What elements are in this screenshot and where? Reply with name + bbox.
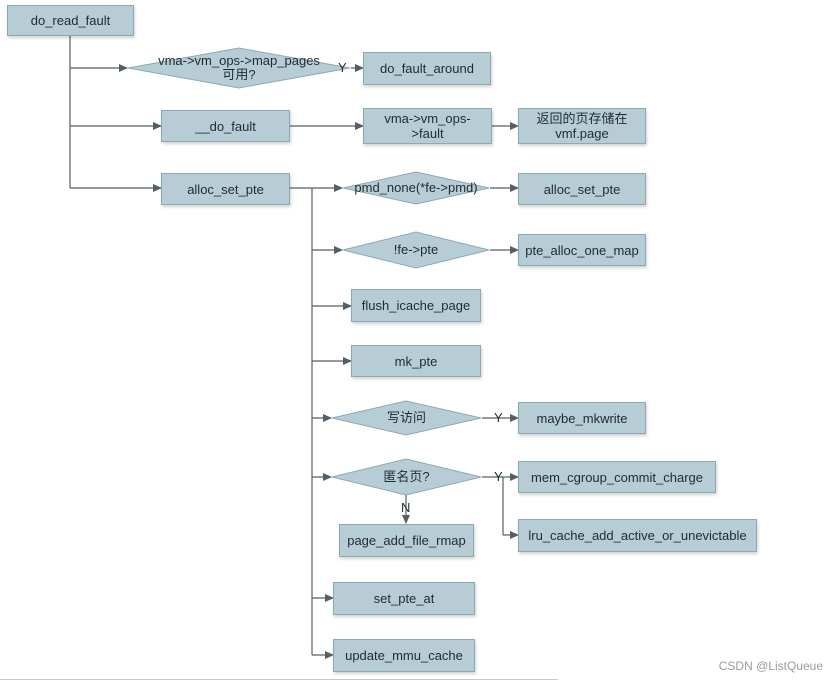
node-page-add-file-rmap: page_add_file_rmap bbox=[339, 524, 474, 557]
edge-label-yes: Y bbox=[338, 60, 347, 75]
edge-label-yes: Y bbox=[494, 410, 503, 425]
node-flush-icache-page: flush_icache_page bbox=[351, 289, 481, 322]
node-set-pte-at: set_pte_at bbox=[333, 582, 475, 615]
decision-label: 写访问 bbox=[386, 410, 426, 425]
decision-map-pages-available: vma->vm_ops->map_pages 可用? bbox=[127, 47, 351, 89]
decision-label: pmd_none(*fe->pmd) bbox=[354, 180, 478, 195]
decision-anon-page: 匿名页? bbox=[331, 458, 482, 496]
edge-label-yes: Y bbox=[494, 469, 503, 484]
diamond-shape bbox=[331, 400, 482, 436]
decision-pmd-none: pmd_none(*fe->pmd) bbox=[342, 171, 490, 205]
node-vm-ops-fault: vma->vm_ops- >fault bbox=[363, 108, 492, 144]
diamond-shape bbox=[342, 231, 490, 269]
node-do-fault-around: do_fault_around bbox=[363, 52, 491, 85]
node-maybe-mkwrite: maybe_mkwrite bbox=[518, 402, 646, 434]
decision-fe-pte: !fe->pte bbox=[342, 231, 490, 269]
node-do-fault: __do_fault bbox=[161, 110, 290, 142]
diamond-shape bbox=[342, 171, 490, 205]
node-do-read-fault: do_read_fault bbox=[7, 5, 134, 36]
decision-label: !fe->pte bbox=[393, 242, 439, 257]
node-pte-alloc-one-map: pte_alloc_one_map bbox=[518, 234, 646, 266]
node-vm-ops-fault-line1: vma->vm_ops- bbox=[384, 111, 471, 126]
node-lru-cache-add: lru_cache_add_active_or_unevictable bbox=[518, 519, 757, 552]
node-return-page-line1: 返回的页存储在 bbox=[536, 111, 628, 126]
diamond-shape bbox=[127, 47, 351, 89]
decision-label: vma->vm_ops->map_pages 可用? bbox=[127, 47, 351, 89]
node-vm-ops-fault-line2: >fault bbox=[411, 126, 444, 141]
node-alloc-set-pte: alloc_set_pte bbox=[161, 173, 290, 205]
node-alloc-set-pte-2: alloc_set_pte bbox=[518, 173, 646, 205]
node-update-mmu-cache: update_mmu_cache bbox=[333, 639, 475, 672]
decision-label-line1: vma->vm_ops->map_pages bbox=[158, 53, 320, 68]
node-mk-pte: mk_pte bbox=[351, 345, 481, 377]
node-return-page: 返回的页存储在 vmf.page bbox=[518, 108, 646, 144]
watermark: CSDN @ListQueue bbox=[718, 659, 823, 673]
decision-label-line2: 可用? bbox=[222, 67, 256, 82]
node-return-page-line2: vmf.page bbox=[555, 126, 609, 141]
diamond-shape bbox=[331, 458, 482, 496]
edge-label-no: N bbox=[401, 500, 411, 515]
node-mem-cgroup-commit-charge: mem_cgroup_commit_charge bbox=[518, 461, 716, 493]
divider bbox=[0, 679, 558, 680]
decision-label: 匿名页? bbox=[383, 469, 430, 484]
decision-write-access: 写访问 bbox=[331, 400, 482, 436]
